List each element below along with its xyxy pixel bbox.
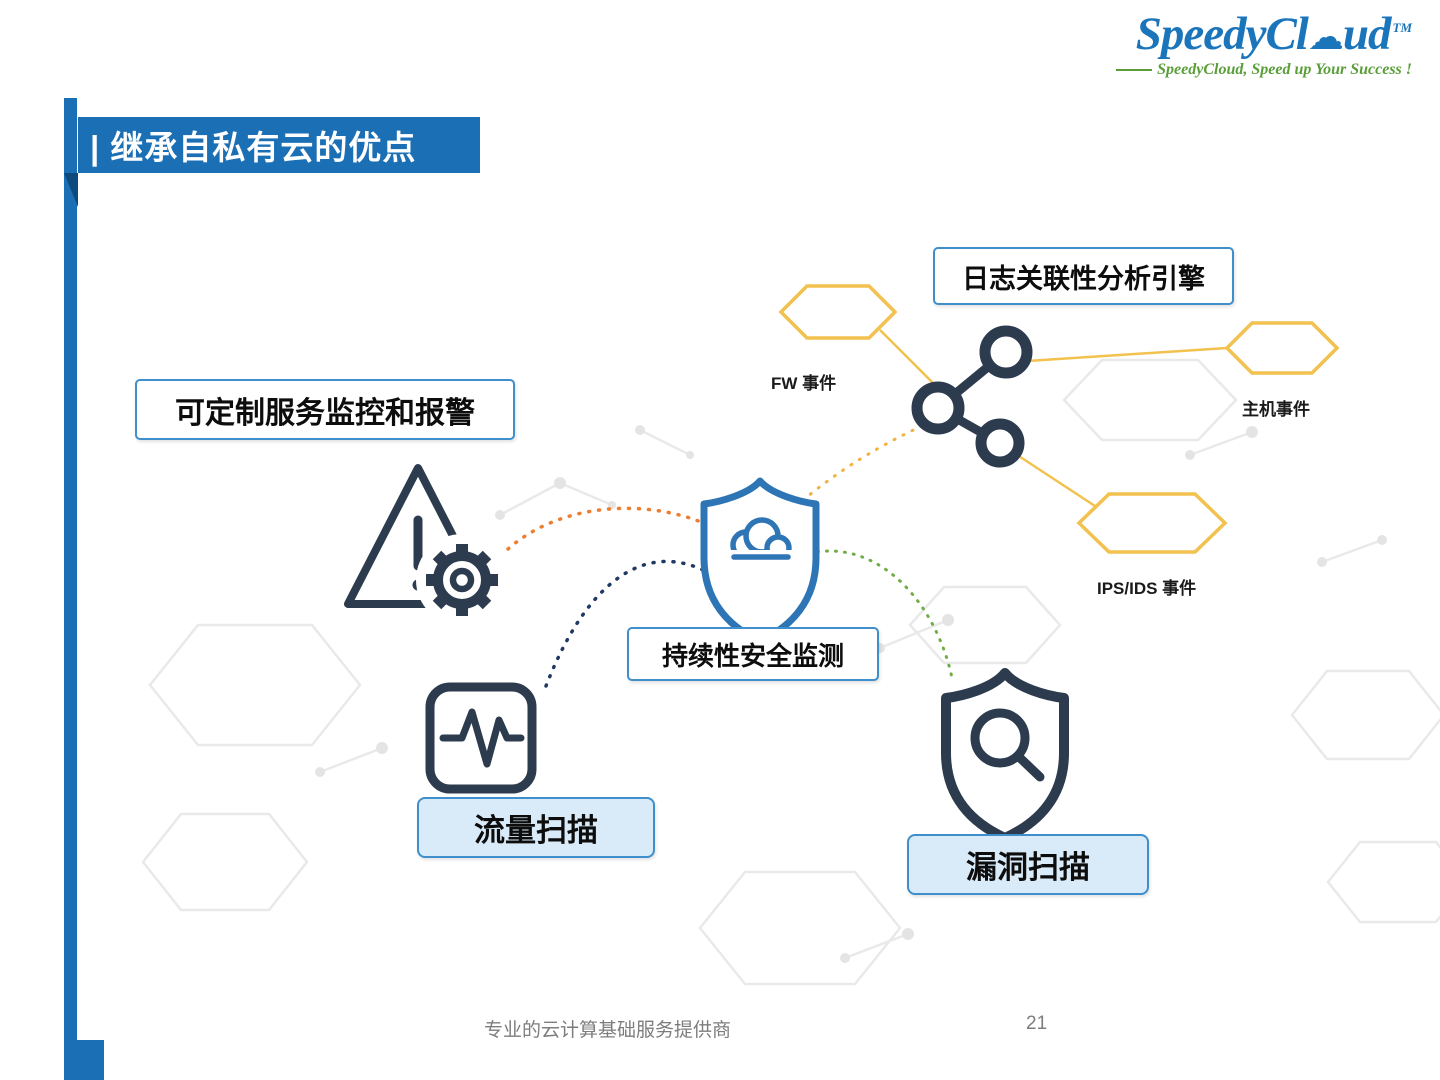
security-shield-cloud-icon	[700, 477, 820, 645]
brand-ud: ud	[1342, 8, 1392, 60]
banner-fold-triangle	[64, 173, 78, 207]
yellow-curve	[793, 424, 924, 509]
share-icon	[911, 325, 1033, 468]
monitor-alert-label: 可定制服务监控和报警	[175, 396, 475, 430]
footer-text: 专业的云计算基础服务提供商	[484, 1020, 732, 1041]
continuous-monitoring-label: 持续性安全监测	[661, 640, 844, 671]
brand-speedy: Speedy	[1135, 8, 1267, 60]
vulnerability-scan-label: 漏洞扫描	[966, 850, 1090, 885]
dotted-flow-curves	[506, 424, 954, 688]
alert-gear-icon	[344, 464, 508, 626]
orange-curve	[506, 506, 708, 551]
cloud-icon: ☁	[1307, 17, 1344, 58]
continuous-monitoring-label-box: 持续性安全监测	[627, 627, 879, 681]
magnifier-glyph	[970, 708, 1045, 782]
brand-tagline: SpeedyCloud, Speed up Your Success !	[1157, 61, 1412, 79]
left-accent-bar	[64, 98, 77, 1080]
gear-icon	[426, 544, 498, 616]
vulnerability-shield-icon	[941, 668, 1069, 843]
title-banner: | 继承自私有云的优点	[78, 117, 480, 173]
monitor-alert-label-box: 可定制服务监控和报警	[135, 379, 515, 440]
log-engine-label-box: 日志关联性分析引擎	[933, 247, 1234, 305]
ips-event-hexagon	[1076, 492, 1228, 554]
green-curve	[798, 549, 954, 680]
page-title: | 继承自私有云的优点	[90, 129, 417, 166]
fw-event-label: FW 事件	[771, 374, 837, 393]
host-event-hexagon	[1224, 321, 1340, 375]
vulnerability-scan-label-box: 漏洞扫描	[907, 834, 1149, 895]
tagline-dash	[1116, 69, 1153, 72]
fw-event-hexagon	[778, 284, 898, 340]
yellow-hexagons	[778, 284, 1340, 554]
waveform-monitor-icon	[425, 682, 537, 794]
traffic-scan-label-box: 流量扫描	[417, 797, 655, 858]
cloud-glyph	[728, 517, 792, 564]
traffic-scan-label: 流量扫描	[474, 813, 598, 848]
log-engine-label: 日志关联性分析引擎	[962, 263, 1205, 294]
brand-tagline-row: SpeedyCloud, Speed up Your Success !	[1116, 61, 1412, 79]
page-number: 21	[1026, 1013, 1048, 1034]
background-hexagon-pattern	[141, 358, 1440, 986]
host-event-label: 主机事件	[1242, 400, 1310, 419]
corner-accent-square	[64, 1040, 104, 1080]
brand-cl: Cl	[1265, 8, 1308, 60]
trademark-symbol: TM	[1392, 20, 1413, 36]
ips-ids-event-label: IPS/IDS 事件	[1097, 579, 1197, 598]
